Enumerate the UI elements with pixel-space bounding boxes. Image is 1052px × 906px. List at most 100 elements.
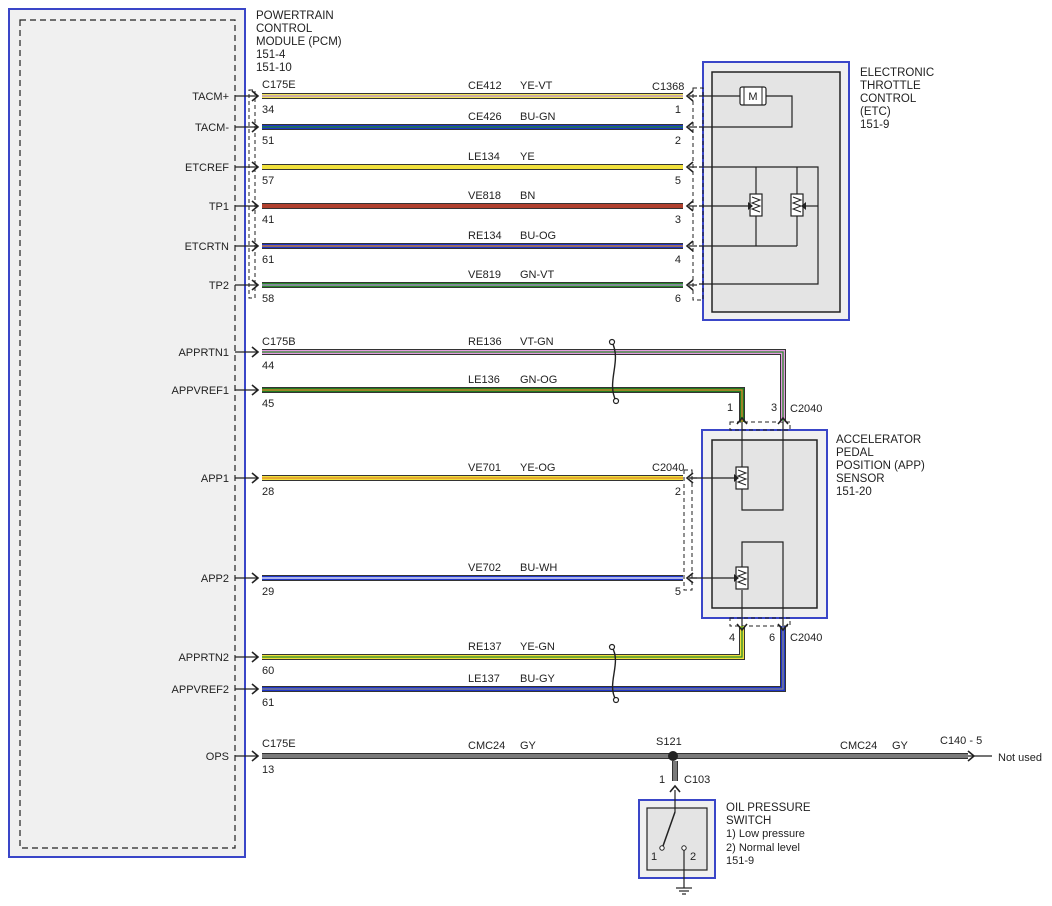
switch-contact-icon: [662, 811, 676, 847]
circuit-ve818-pcm-pin: 41: [262, 214, 274, 226]
circuit-re136-pcm-pin-arrow: [251, 346, 260, 358]
circuit-cmc24-pcm-pin: 13: [262, 764, 274, 776]
circuit-cmc24-pin-label: OPS: [206, 751, 229, 763]
oil-switch-pin1: 1: [651, 851, 657, 863]
circuit-le136-far-pin-arrow: [736, 416, 748, 425]
circuit-le136-wire-color: GN-OG: [520, 374, 557, 386]
circuit-ve702-pin-label: APP2: [201, 573, 229, 585]
circuit-re134-pcm-pin: 61: [262, 254, 274, 266]
pcm-title-4: 151-4: [256, 49, 286, 61]
app-title-5: 151-20: [836, 486, 872, 498]
circuit-ce426-pcm-pin: 51: [262, 135, 274, 147]
circuit-ve701-pcm-pin: 28: [262, 486, 274, 498]
connector-c2040-mid: C2040: [652, 462, 684, 474]
not-used-label: Not used: [998, 752, 1042, 764]
twisted-pair-marker-2-top: [608, 643, 616, 651]
c2040-top-block: [729, 421, 791, 431]
circuit-ce426-code: CE426: [468, 111, 502, 123]
twisted-pair-marker-2-bottom: [612, 696, 620, 704]
throttle-sensor-icon: [699, 166, 819, 285]
circuit-re137-wire-stripe: [262, 626, 743, 658]
circuit-ve701-wire-color: YE-OG: [520, 462, 555, 474]
circuit-le137-pcm-pin-arrow: [251, 683, 260, 695]
circuit-ve818-pin-label: TP1: [209, 201, 229, 213]
circuit-le136-code: LE136: [468, 374, 500, 386]
app-title-2: PEDAL: [836, 447, 874, 459]
c2040-bottom-block: [729, 617, 791, 627]
circuit-ve819-far-pin-arrow: [685, 279, 694, 291]
pcm-title-2: CONTROL: [256, 23, 313, 35]
etc-module: ELECTRONIC THROTTLE CONTROL (ETC) 151-9 …: [692, 61, 934, 321]
c103-pin-arrow: [669, 784, 681, 793]
oil-title-5: 151-9: [726, 855, 754, 867]
connector-c175e-bottom: C175E: [262, 738, 296, 750]
circuit-ce426-pin-label: TACM-: [195, 122, 229, 134]
circuit-re136-wire-color: VT-GN: [520, 336, 554, 348]
circuit-le134-wire-color: YE: [520, 151, 535, 163]
circuit-ve701-code: VE701: [468, 462, 501, 474]
pcm-module: POWERTRAIN CONTROL MODULE (PCM) 151-4 15…: [8, 8, 342, 858]
c2040-side-block: [683, 469, 693, 591]
circuit-re134-wire-color: BU-OG: [520, 230, 556, 242]
connector-c2040-bottom: C2040: [790, 632, 822, 644]
circuit-ce412-wire-color: YE-VT: [520, 80, 553, 92]
circuit-re137-far-pin-arrow: [736, 623, 748, 632]
circuit-ve819-code: VE819: [468, 269, 501, 281]
app-sensor-module: ACCELERATOR PEDAL POSITION (APP) SENSOR …: [683, 421, 925, 627]
circuit-ve701-pin-label: APP1: [201, 473, 229, 485]
circuit-le134-far-pin: 5: [675, 175, 681, 187]
connector-c175b: C175B: [262, 336, 296, 348]
circuit-le134-pcm-pin: 57: [262, 175, 274, 187]
circuit-cmc24-pcm-pin-arrow: [251, 750, 260, 762]
ops-tail-code: CMC24: [840, 740, 877, 752]
circuit-le134-pin-label: ETCREF: [185, 162, 229, 174]
c140-pin-arrow: [967, 750, 976, 762]
splice-pin: 1: [659, 774, 665, 786]
etc-title-1: ELECTRONIC: [860, 67, 934, 79]
circuit-le137-pcm-pin: 61: [262, 697, 274, 709]
circuit-le137-wire-color: BU-GY: [520, 673, 556, 685]
circuit-ce412-far-pin: 1: [675, 104, 681, 116]
app-title-3: POSITION (APP): [836, 460, 925, 472]
pcm-title-5: 151-10: [256, 62, 292, 74]
circuit-ve701-far-pin-arrow: [685, 472, 694, 484]
app-title-4: SENSOR: [836, 473, 885, 485]
circuit-re136-far-pin-arrow: [777, 416, 789, 425]
circuit-le134-code: LE134: [468, 151, 500, 163]
circuit-ce426-pcm-pin-arrow: [251, 121, 260, 133]
circuit-ve702-pcm-pin: 29: [262, 586, 274, 598]
circuit-le136-pcm-pin: 45: [262, 398, 274, 410]
circuit-le136-wire-stripe: [262, 389, 743, 422]
splice-dot: [668, 751, 678, 761]
circuit-le134-far-pin-arrow: [685, 161, 694, 173]
circuit-le136-far-pin: 1: [727, 402, 733, 414]
circuit-re137-wire-color: YE-GN: [520, 641, 555, 653]
oil-title-1: OIL PRESSURE: [726, 802, 811, 814]
circuit-ce412-far-pin-arrow: [685, 90, 694, 102]
circuit-le137-wire-stripe: [262, 626, 784, 690]
pcm-inner-boundary: [19, 19, 236, 849]
circuit-ve818-code: VE818: [468, 190, 501, 202]
circuit-re136-far-pin: 3: [771, 402, 777, 414]
circuit-ve819-pcm-pin-arrow: [251, 279, 260, 291]
circuit-re136-code: RE136: [468, 336, 502, 348]
circuit-ce412-pin-label: TACM+: [192, 91, 229, 103]
circuit-cmc24-wire-color: GY: [520, 740, 537, 752]
connector-c103: C103: [684, 774, 710, 786]
twisted-pair-marker-2: [611, 646, 617, 701]
switch-terminal-1: [659, 845, 665, 851]
circuit-ve702-far-pin: 5: [675, 586, 681, 598]
twisted-pair-marker-1: [611, 341, 617, 402]
oil-pressure-switch: 1 2 OIL PRESSURE SWITCH 1) Low pressure …: [638, 790, 811, 895]
circuit-re134-pin-label: ETCRTN: [185, 241, 229, 253]
circuit-ve701-pcm-pin-arrow: [251, 472, 260, 484]
circuit-ve701-far-pin: 2: [675, 486, 681, 498]
circuit-le136-pin-label: APPVREF1: [172, 385, 229, 397]
circuit-re134-code: RE134: [468, 230, 502, 242]
circuit-ce412-pcm-pin-arrow: [251, 90, 260, 102]
circuit-cmc24-code: CMC24: [468, 740, 505, 752]
circuit-ve818-far-pin: 3: [675, 214, 681, 226]
circuit-re137-code: RE137: [468, 641, 502, 653]
circuit-re136-wire-stripe: [262, 351, 784, 422]
